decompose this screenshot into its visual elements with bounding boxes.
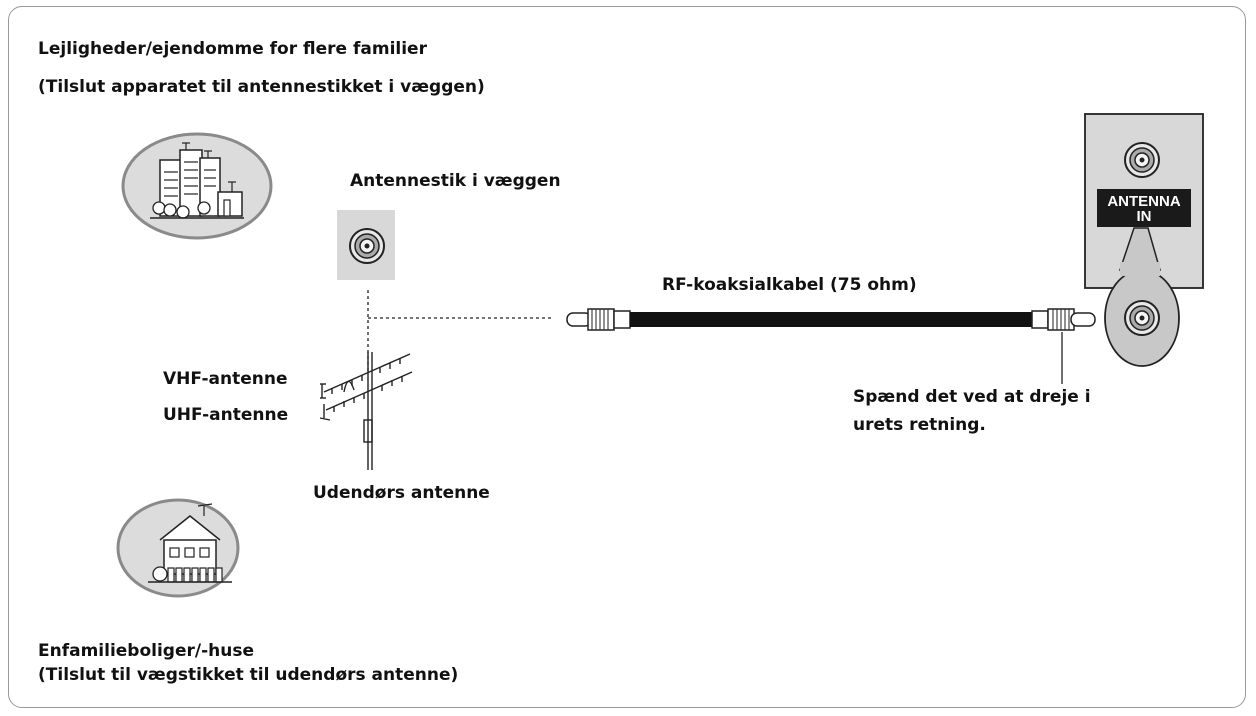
single-family-title: Enfamilieboliger/-huse [38,641,255,661]
coaxial-cable [566,308,1096,384]
multi-family-note: (Tilslut apparatet til antennestikket i … [38,77,485,97]
diagram-frame [8,6,1246,708]
antenna-port-label-line2: IN [1137,208,1152,225]
vhf-antenna-label: VHF-antenne [163,369,288,389]
antenna-in-label-box [1097,189,1191,227]
wall-socket-icon [337,210,395,280]
cable-label: RF-koaksialkabel (75 ohm) [662,275,917,295]
outdoor-antenna-icon [319,352,413,470]
tv-antenna-panel: ANTENNA IN [1084,113,1204,367]
tighten-instruction-line2: urets retning. [853,415,986,435]
multi-family-title: Lejligheder/ejendomme for flere familier [38,39,427,59]
uhf-antenna-label: UHF-antenne [163,405,289,425]
single-family-note: (Tilslut til vægstikket til udendørs ant… [38,665,459,685]
house-icon [116,498,240,598]
antenna-port-label-line1: ANTENNA [1107,193,1180,210]
wall-socket-label: Antennestik i væggen [350,171,561,191]
tighten-instruction-line1: Spænd det ved at dreje i [853,387,1091,407]
apartment-building-icon [121,132,273,240]
outdoor-antenna-label: Udendørs antenne [313,483,490,503]
